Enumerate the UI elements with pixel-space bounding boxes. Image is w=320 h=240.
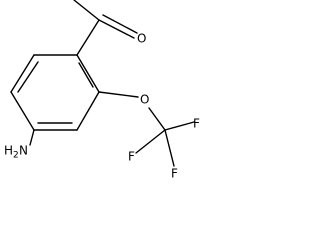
ring-bond-c5-c6 (10, 54, 35, 93)
oxygen-cf3-bond (148, 107, 166, 131)
ring-double-bond-inner-3 (17, 61, 39, 93)
ring-bond-c1-c2 (76, 54, 100, 93)
ring-double-bond-inner-1 (78, 62, 94, 88)
methyl-bond (73, 0, 100, 21)
carbonyl-double-bond-1 (98, 19, 135, 39)
amine-subscript-label: 2 (13, 151, 19, 161)
aryl-amine-bond (29, 129, 35, 146)
cf3-fluorine-bond-bottom (164, 129, 175, 167)
ether-oxygen-label: O (140, 93, 149, 107)
cf3-fluorine-bond-top-right (164, 121, 195, 131)
fluorine-label-left: F (128, 150, 135, 164)
molecule-diagram: O O F F F H 2 N (4, 0, 200, 181)
carbonyl-carbon-bond (76, 19, 100, 56)
structure-canvas: O O F F F H 2 N (0, 0, 204, 187)
amine-group-label: H 2 N (4, 144, 28, 161)
carbonyl-oxygen-label: O (137, 32, 146, 46)
amine-h-label: H (4, 144, 13, 158)
ring-bond-c4-c5 (10, 91, 35, 131)
fluorine-label-bottom: F (171, 167, 178, 181)
fluorine-label-top-right: F (193, 117, 200, 131)
cf3-fluorine-bond-left (135, 129, 166, 154)
amine-n-label: N (19, 144, 28, 158)
aryl-oxygen-bond (98, 91, 139, 98)
carbonyl-double-bond-2 (102, 14, 138, 34)
ring-bond-c2-c3 (76, 91, 100, 131)
